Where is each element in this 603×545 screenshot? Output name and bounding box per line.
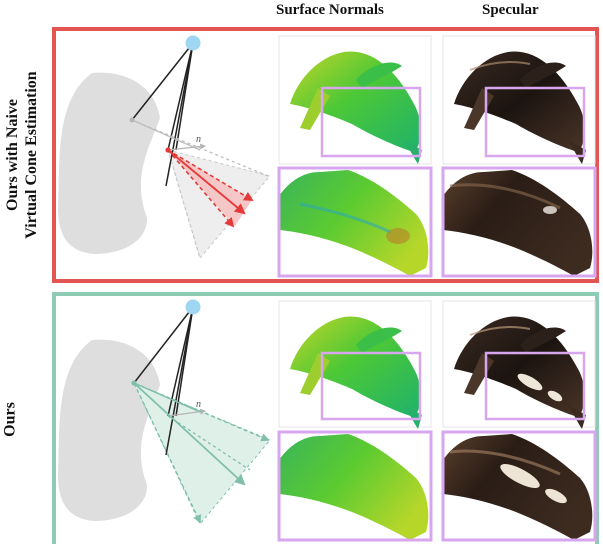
ours-panel-frame [52,292,599,544]
red-ray [167,149,246,215]
zoom-box [441,166,597,278]
naive-panel-frame [52,27,599,283]
green-ray [167,415,251,471]
zoom-box [320,86,422,158]
ours-cone-shade [132,382,271,525]
light-source-icon [185,35,201,51]
green-ray [133,382,201,524]
green-ray [133,382,270,442]
grey-sample-point [129,117,135,123]
normal-symbol: n [196,134,201,145]
grey-ray [167,149,201,259]
ours-normals-full [278,300,432,429]
light-ray [131,42,194,121]
red-sample-point [165,147,171,153]
naive-normals-zoom [277,166,433,278]
light-ray [167,306,194,417]
normal-symbol: n [196,399,201,410]
naive-cone-diagram: n [58,35,271,260]
naive-specular-zoom [441,166,597,278]
green-ray [133,382,246,486]
zoom-box [441,430,597,542]
ours-specular-full [442,300,596,429]
surface-shape [58,339,160,521]
red-ray [167,149,254,201]
red-ray [167,149,235,228]
light-ray [133,306,194,384]
naive-specular-full [442,35,596,165]
green-sample-point [131,380,137,386]
zoom-box [484,86,586,158]
naive-normals-full [278,35,432,165]
zoom-box [320,351,422,421]
specular-title: Specular [482,2,539,18]
light-ray [175,42,194,151]
ours-normals-zoom [277,430,433,542]
zoom-box [277,166,433,278]
ours-specular-zoom [441,430,597,542]
ours-cone-diagram: n [58,299,271,525]
surface-normals-title: Surface Normals [276,2,384,18]
normal-arrow [167,408,207,417]
surface-shape [58,72,160,254]
light-source-icon [185,299,201,315]
normal-arrow [167,143,207,151]
naive-cone-red [168,150,252,226]
light-ray [175,306,194,417]
light-ray [167,42,194,151]
zoom-box [277,430,433,542]
zoom-box [484,351,586,421]
